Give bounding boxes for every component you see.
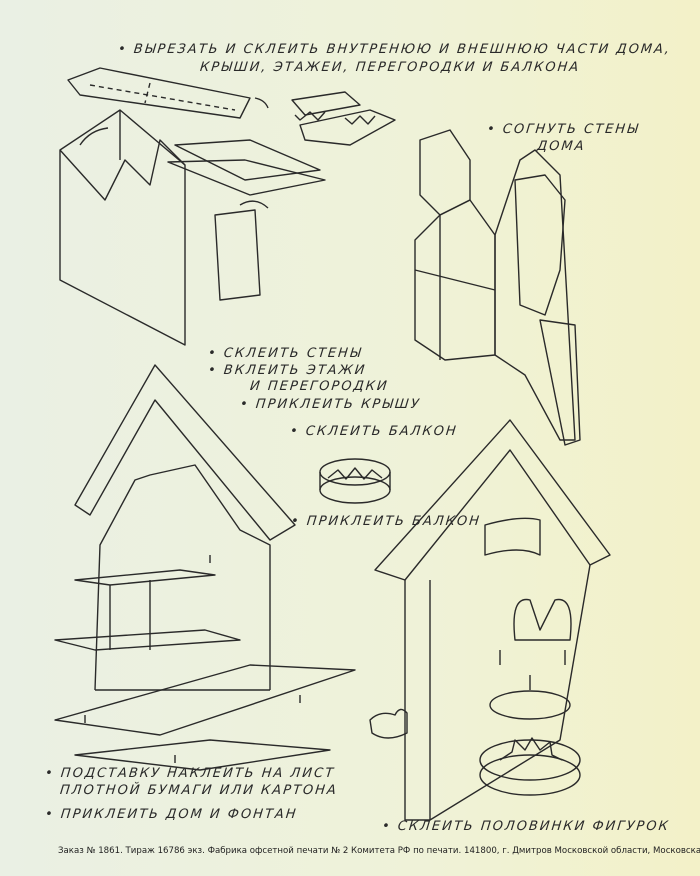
instruction-cut-and-glue-line2: КРЫШИ, ЭТАЖЕИ, ПЕРЕГОРОДКИ И БАЛКОНА: [199, 60, 581, 75]
instruction-cut-and-glue-line1: • ВЫРЕЗАТЬ И СКЛЕИТЬ ВНУТРЕНЮЮ И ВНЕШНЮЮ…: [117, 42, 672, 57]
balcony-drawing: [319, 458, 391, 504]
instruction-glue-balcony: • СКЛЕИТЬ БАЛКОН: [289, 424, 459, 439]
step3-house-assembly-drawing: [54, 364, 356, 771]
instruction-base-line2: ПЛОТНОЙ БУМАГИ ИЛИ КАРТОНА: [59, 783, 339, 798]
instruction-glue-figures: • СКЛЕИТЬ ПОЛОВИНКИ ФИГУРОК: [381, 819, 671, 834]
instruction-attach-roof: • ПРИКЛЕИТЬ КРЫШУ: [239, 397, 422, 412]
instruction-attach-house: • ПРИКЛЕИТЬ ДОМ И ФОНТАН: [44, 807, 299, 822]
instruction-attach-balcony: • ПРИКЛЕИТЬ БАЛКОН: [290, 514, 482, 529]
step4-final-house-drawing: [369, 419, 611, 821]
step2-folded-walls-drawing: [414, 129, 581, 446]
instruction-fold-walls-line1: • СОГНУТЬ СТЕНЫ: [486, 122, 641, 137]
print-imprint-footer: Заказ № 1861. Тираж 16786 экз. Фабрика о…: [58, 846, 700, 856]
instruction-glue-walls: • СКЛЕИТЬ СТЕНЫ: [207, 346, 364, 361]
step1-flat-parts-drawing: [59, 67, 396, 346]
instruction-base-line1: • ПОДСТАВКУ НАКЛЕИТЬ НА ЛИСТ: [44, 766, 336, 781]
instruction-fold-walls-line2: ДОМА: [536, 139, 587, 154]
instruction-insert-floors-line1: • ВКЛЕИТЬ ЭТАЖИ: [207, 363, 368, 378]
instruction-insert-floors-line2: И ПЕРЕГОРОДКИ: [249, 379, 390, 394]
